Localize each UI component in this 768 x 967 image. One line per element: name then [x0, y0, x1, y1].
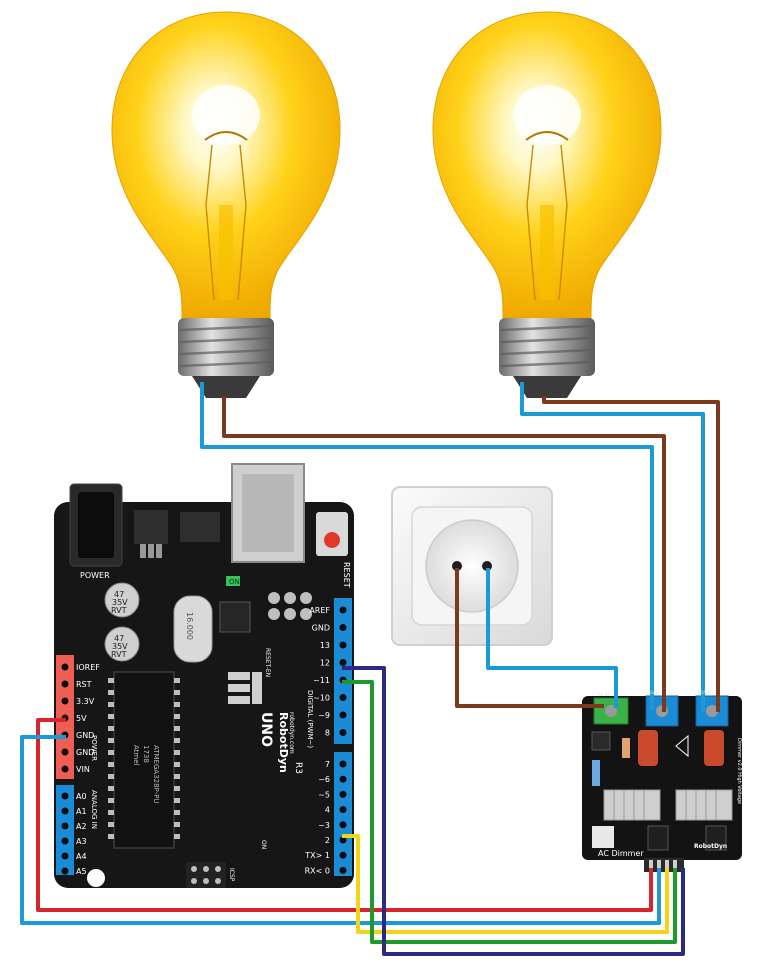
- right-light-bulb: [432, 11, 662, 398]
- power-pin-label: GND: [76, 731, 94, 740]
- chip-model: ATMEGA328P-PU: [152, 745, 160, 804]
- digital-pin-label: AREF: [309, 606, 330, 615]
- digital-pin-label: ~10: [313, 694, 330, 703]
- wire-pin13-navy: [342, 666, 685, 956]
- digital-pin-label: 4: [325, 806, 330, 815]
- wire-socket-blue: [486, 568, 618, 708]
- left-light-bulb: [111, 11, 341, 398]
- wire-pin12-green: [342, 680, 677, 944]
- digital-pin-label: RX< 0: [305, 866, 330, 875]
- wire-5v-red: [36, 718, 653, 912]
- analog-pin-label: A4: [76, 852, 87, 861]
- dimmer-labels: AC Dimmer RobotDyn Dimmer v2.0 High Volt…: [598, 690, 742, 858]
- digital-header-top: [334, 598, 352, 744]
- power-pin-label: GND: [76, 748, 94, 757]
- socket-hole-left: [452, 561, 462, 571]
- power-header-label: POWER: [90, 735, 98, 761]
- analog-pin-label: A5: [76, 867, 87, 876]
- analog-pin-label: A2: [76, 822, 87, 831]
- cap1-line1: 47: [114, 590, 124, 599]
- on-led-label: ON: [229, 578, 240, 586]
- terminal-load1: LOAD1: [648, 690, 662, 695]
- cap2-line3: RVT: [111, 650, 127, 659]
- power-jack-label: POWER: [80, 571, 110, 580]
- uno-label: UNO: [258, 712, 274, 747]
- power-pin-label: 3.3V: [76, 697, 95, 706]
- brand-sub-label: robotdyn.com: [288, 712, 295, 754]
- wire-gnd-blue: [20, 735, 661, 925]
- dimmer-brand: RobotDyn: [694, 843, 727, 850]
- analog-label: ANALOG IN: [90, 790, 98, 829]
- version-label: R3: [293, 762, 303, 774]
- analog-pin-label: A1: [76, 807, 87, 816]
- terminal-ac-in: AC IN: [598, 692, 609, 697]
- digital-header-bottom: [334, 752, 352, 876]
- wall-socket: [391, 486, 553, 646]
- power-pin-label: 5V: [76, 714, 87, 723]
- reset-en-label: RESET-EN: [264, 648, 271, 677]
- digital-pin-label: ~3: [318, 821, 330, 830]
- reset-label: RESET: [342, 562, 351, 588]
- on-label-2: ON: [260, 840, 267, 849]
- digital-pin-label: ~6: [318, 775, 330, 784]
- digital-pin-label: ~9: [318, 711, 330, 720]
- digital-pin-label: 2: [325, 836, 330, 845]
- wire-socket-brown: [455, 568, 604, 708]
- ac-dimmer-module: [582, 695, 742, 874]
- cap1-line3: RVT: [111, 606, 127, 615]
- cap1-line2: 35V: [112, 598, 128, 607]
- power-pin-label: VIN: [76, 765, 90, 774]
- analog-header: [56, 785, 74, 875]
- dimmer-side-text: Dimmer v2.0 High Voltage: [736, 738, 742, 804]
- power-pin-label: RST: [76, 680, 92, 689]
- digital-pin-label: TX> 1: [304, 851, 330, 860]
- chip-brand: Atmel: [132, 745, 140, 766]
- wires: [20, 382, 720, 956]
- chip-number: 1738: [142, 745, 150, 763]
- dimmer-title: AC Dimmer: [598, 849, 644, 858]
- wire-left-bulb-blue: [200, 382, 654, 710]
- digital-pin-label: GND: [312, 624, 330, 633]
- digital-pin-label: 13: [320, 641, 330, 650]
- digital-pin-label: 7: [325, 760, 330, 769]
- analog-pin-label: A3: [76, 837, 87, 846]
- icsp-label: ICSP: [228, 868, 235, 882]
- wire-right-bulb-brown: [542, 396, 720, 712]
- arduino-board: [54, 463, 354, 888]
- wire-pin2-yellow: [342, 834, 669, 934]
- wire-left-bulb-brown: [222, 396, 666, 712]
- cap2-line1: 47: [114, 634, 124, 643]
- power-pin-label: IOREF: [76, 663, 100, 672]
- cap2-line2: 35V: [112, 642, 128, 651]
- digital-pin-label: 12: [320, 659, 330, 668]
- digital-pin-label: ~5: [318, 790, 330, 799]
- terminal-load2: LOAD2: [698, 690, 712, 695]
- digital-pin-label: ~11: [313, 676, 330, 685]
- wire-right-bulb-blue: [520, 382, 705, 712]
- analog-pin-label: A0: [76, 792, 87, 801]
- brand-label: RobotDyn: [277, 712, 290, 773]
- digital-pin-label: 8: [325, 729, 330, 738]
- crystal-label: 16.000: [185, 612, 194, 640]
- arduino-labels: POWER RESET ON 47 35V RVT 47 35V RVT 16.…: [80, 562, 351, 882]
- digital-label: DIGITAL (PWM~): [306, 690, 314, 748]
